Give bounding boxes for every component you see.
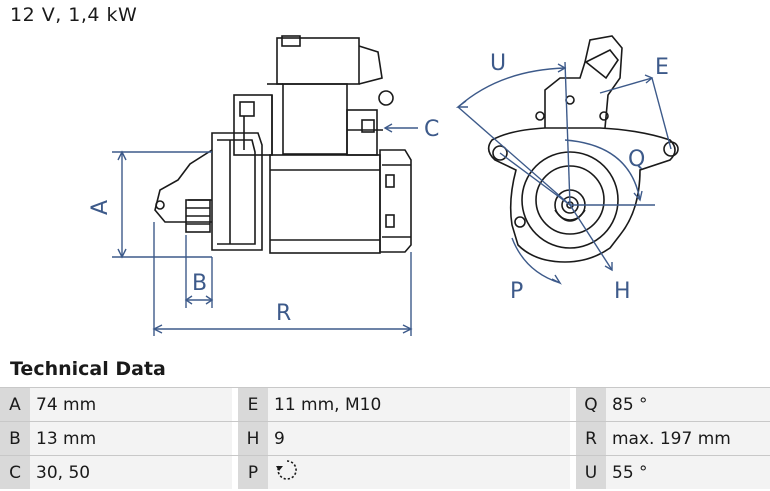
label-e: E (655, 55, 669, 80)
value-cell: 11 mm, M10 (268, 387, 570, 422)
label-c: C (424, 117, 439, 142)
label-a: A (88, 200, 113, 215)
key-cell: H (238, 421, 268, 456)
table-row: A 74 mm E 11 mm, M10 Q 85 ° (0, 387, 770, 422)
key-cell: Q (576, 387, 606, 422)
label-b: B (192, 271, 207, 296)
end-view (487, 35, 679, 263)
value-cell: 30, 50 (30, 455, 232, 489)
label-u: U (490, 51, 506, 76)
key-cell: R (576, 421, 606, 456)
rotation-direction-icon (276, 460, 297, 480)
side-dimension-lines (112, 123, 418, 336)
key-cell: E (238, 387, 268, 422)
value-cell: 74 mm (30, 387, 232, 422)
voltage-power-rating: 12 V, 1,4 kW (10, 4, 138, 26)
value-cell: 9 (268, 421, 570, 456)
table-row: C 30, 50 P U 55 ° (0, 455, 770, 489)
side-view (154, 35, 412, 254)
label-q: Q (628, 147, 645, 172)
technical-data-table: A 74 mm E 11 mm, M10 Q 85 ° B 13 mm H 9 … (0, 387, 770, 489)
label-p: P (510, 279, 523, 304)
value-cell: max. 197 mm (606, 421, 770, 456)
value-cell (268, 455, 570, 489)
table-row: B 13 mm H 9 R max. 197 mm (0, 421, 770, 456)
value-cell: 55 ° (606, 455, 770, 489)
key-cell: C (0, 455, 30, 489)
key-cell: U (576, 455, 606, 489)
key-cell: P (238, 455, 268, 489)
value-cell: 13 mm (30, 421, 232, 456)
end-dimension-lines (455, 61, 672, 285)
technical-data-heading: Technical Data (10, 358, 166, 380)
label-r: R (276, 301, 291, 326)
label-h: H (614, 279, 631, 304)
key-cell: A (0, 387, 30, 422)
starter-motor-drawing: A B R C U E Q P H (88, 35, 679, 336)
value-cell: 85 ° (606, 387, 770, 422)
key-cell: B (0, 421, 30, 456)
